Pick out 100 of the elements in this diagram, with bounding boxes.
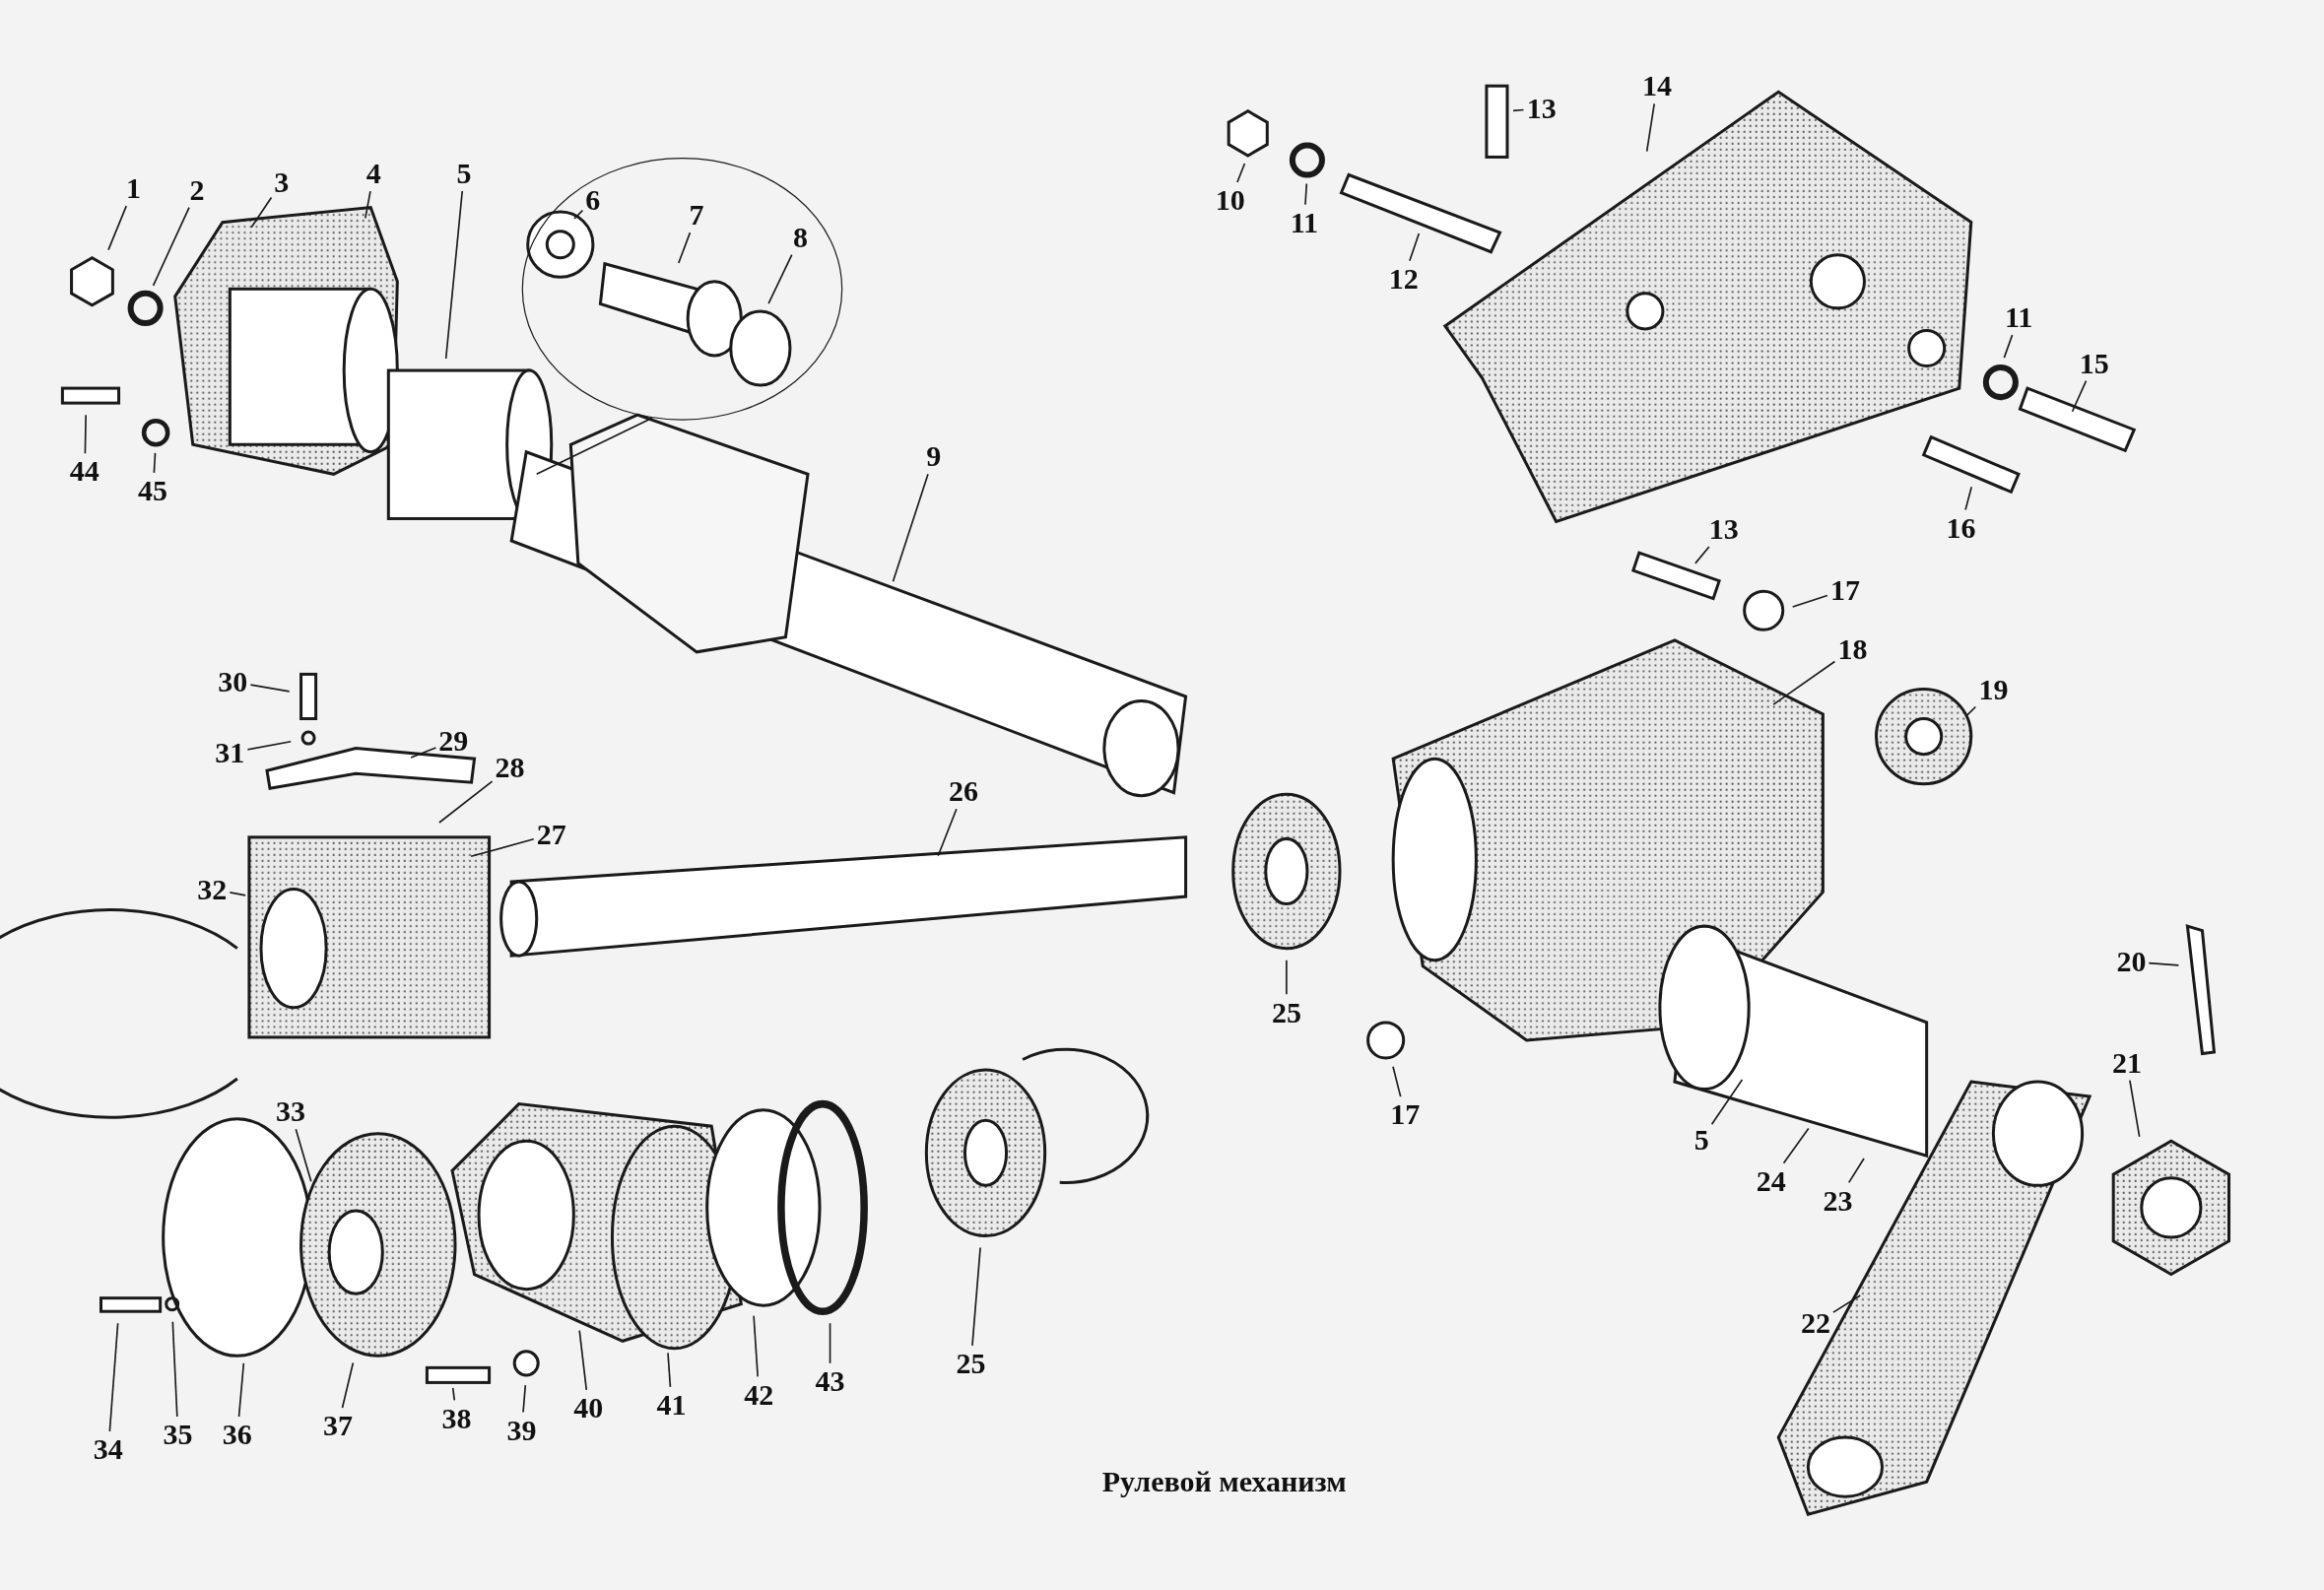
leader-line	[753, 1314, 759, 1378]
leader-line	[341, 1361, 355, 1409]
leader-line	[451, 1387, 456, 1402]
callout-number: 17	[1830, 574, 1861, 605]
leader-line	[1832, 1294, 1862, 1313]
callout-number: 39	[506, 1415, 537, 1445]
leader-line	[2129, 1079, 2141, 1138]
callout-number: 37	[323, 1411, 353, 1441]
callout-number: 36	[222, 1420, 252, 1450]
callout-number: 19	[1978, 674, 2009, 704]
callout-number: 16	[1946, 512, 1976, 543]
leader-line	[678, 232, 692, 264]
leader-line	[84, 414, 87, 455]
callout-number: 24	[1756, 1166, 1786, 1197]
leader-line	[229, 892, 246, 896]
callout-number: 1	[125, 173, 141, 204]
leader-line	[2148, 961, 2180, 966]
callout-number: 9	[926, 441, 942, 472]
leader-line	[1791, 594, 1828, 608]
leader-line	[1409, 232, 1421, 262]
leader-line	[171, 1320, 178, 1418]
leader-line	[829, 1322, 831, 1364]
callout-number: 34	[93, 1434, 123, 1465]
leader-line	[295, 1128, 312, 1183]
callout-number: 18	[1837, 633, 1868, 664]
leader-line	[250, 196, 273, 229]
leader-line	[237, 1362, 245, 1418]
callout-number: 35	[163, 1420, 193, 1450]
callout-number: 21	[2111, 1047, 2142, 1078]
leader-line	[152, 206, 190, 287]
leader-line	[1966, 705, 1977, 716]
callout-number: 5	[456, 159, 472, 188]
callout-number: 32	[197, 874, 228, 904]
leader-line	[892, 473, 929, 583]
leader-line	[1512, 108, 1525, 112]
callout-number: 27	[536, 820, 566, 849]
callout-number: 5	[1693, 1124, 1709, 1155]
leader-line	[578, 1329, 588, 1391]
leader-line	[1847, 1158, 1865, 1184]
callout-number: 25	[1271, 997, 1301, 1027]
callout-number: 26	[948, 776, 978, 807]
leader-line	[153, 452, 157, 474]
leader-line	[108, 1322, 119, 1432]
leader-line	[1286, 959, 1288, 996]
leader-line	[767, 253, 793, 304]
leader-line	[1964, 486, 1973, 511]
callout-number: 14	[1642, 71, 1672, 101]
callout-number: 2	[189, 174, 205, 205]
callout-number: 11	[2004, 301, 2033, 332]
leader-line	[1772, 660, 1836, 705]
callout-number: 25	[956, 1349, 986, 1379]
leader-line	[470, 838, 535, 858]
callout-number: 41	[656, 1390, 687, 1421]
callout-number: 29	[438, 726, 469, 757]
leader-line	[444, 190, 464, 360]
callout-number: 7	[689, 200, 704, 231]
callout-number: 6	[585, 185, 601, 216]
callout-number: 12	[1388, 263, 1419, 294]
callout-number: 23	[1823, 1185, 1853, 1216]
callout-number: 30	[218, 667, 248, 697]
callout-number: 44	[69, 456, 100, 487]
leader-line	[573, 209, 584, 220]
callout-number: 3	[274, 167, 290, 198]
callout-number: 38	[441, 1403, 472, 1433]
callout-number: 20	[2116, 947, 2147, 977]
callout-number: 22	[1800, 1308, 1830, 1339]
leader-line	[535, 417, 653, 476]
callout-number: 17	[1390, 1099, 1421, 1130]
leader-line	[246, 740, 292, 751]
callout-number: 45	[137, 475, 167, 505]
callout-number: 13	[1526, 93, 1557, 123]
callout-number: 10	[1215, 185, 1245, 216]
leader-line	[1392, 1065, 1402, 1097]
callout-number: 15	[2079, 348, 2109, 378]
leader-line	[2003, 334, 2014, 359]
leader-line	[1782, 1127, 1810, 1164]
leader-line	[2071, 379, 2088, 413]
callout-number: 13	[1708, 514, 1739, 545]
callout-number: 40	[573, 1393, 604, 1424]
callout-number: 11	[1290, 207, 1319, 237]
leader-line	[1694, 546, 1710, 564]
leader-line	[365, 190, 371, 220]
callout-number: 31	[215, 738, 245, 768]
callout-number: 28	[495, 753, 525, 783]
callout-number: 42	[744, 1379, 774, 1410]
leader-line	[667, 1352, 672, 1388]
callout-number: 4	[365, 159, 381, 188]
leader-line	[249, 684, 291, 693]
leader-line	[107, 205, 128, 251]
leader-line	[937, 808, 958, 857]
leader-line	[410, 747, 437, 759]
callout-number: 33	[275, 1096, 305, 1127]
leader-line	[522, 1384, 527, 1414]
leader-line	[1304, 182, 1308, 206]
callout-number: 43	[815, 1366, 845, 1397]
leader-line	[1645, 102, 1655, 153]
leader-line	[971, 1246, 981, 1347]
leader-line	[438, 780, 494, 824]
callout-number: 8	[792, 222, 808, 252]
caption: Рулевой механизм	[1101, 1465, 1347, 1499]
